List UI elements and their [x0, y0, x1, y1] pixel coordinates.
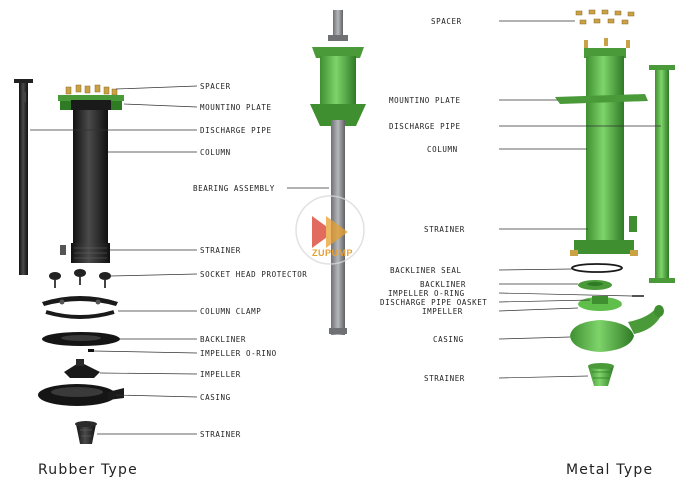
metal-label-strainer-top: STRAINER: [424, 225, 465, 234]
rubber-impeller: [64, 359, 100, 378]
rubber-label-discharge-pipe: DISCHARGE PIPE: [200, 126, 272, 135]
rubber-label-column: COLUMN: [200, 148, 231, 157]
metal-strainer-bottom: [588, 363, 614, 386]
rubber-label-casing: CASING: [200, 393, 231, 402]
metal-backliner-seal: [571, 263, 623, 273]
rubber-label-socket-head-protector: SOCKET HEAD PROTECTOR: [200, 270, 308, 279]
rubber-impeller-o-ring: [88, 349, 94, 352]
rubber-column: [73, 110, 108, 246]
rubber-leader-lines: [30, 85, 198, 435]
rubber-column-clamp: [42, 296, 118, 319]
rubber-type-caption: Rubber Type: [38, 462, 138, 478]
metal-leader-lines: [498, 20, 661, 379]
rubber-label-column-clamp: COLUMN CLAMP: [200, 307, 262, 316]
metal-label-backliner: BACKLINER: [420, 280, 467, 289]
rubber-label-strainer-top: STRAINER: [200, 246, 241, 255]
metal-label-discharge-pipe-gasket: DISCHARGE PIPE OASKET: [380, 298, 488, 307]
metal-label-mounting-plate: MOUNTINO PLATE: [389, 96, 461, 105]
metal-spacers: [575, 9, 635, 48]
metal-backliner: [578, 280, 612, 290]
rubber-casing: [38, 384, 124, 406]
metal-label-spacer: SPACER: [431, 17, 462, 26]
metal-column: [570, 48, 638, 256]
rubber-spacers: [65, 84, 118, 96]
metal-type-caption: Metal Type: [566, 462, 654, 478]
rubber-discharge-pipe: [14, 79, 33, 275]
metal-impeller: [578, 296, 622, 311]
rubber-label-impeller: IMPELLER: [200, 370, 241, 379]
rubber-label-strainer-bottom: STRAINER: [200, 430, 241, 439]
metal-label-backliner-seal: BACKLINER SEAL: [390, 266, 462, 275]
metal-casing: [570, 305, 664, 352]
rubber-label-backliner: BACKLINER: [200, 335, 247, 344]
metal-label-column: COLUMN: [427, 145, 458, 154]
rubber-label-spacer: SPACER: [200, 82, 231, 91]
metal-mounting-plate: [555, 94, 648, 104]
metal-strainer-top: [629, 216, 637, 232]
rubber-strainer-top: [60, 243, 110, 263]
rubber-mounting-plate: [58, 95, 124, 110]
metal-discharge-pipe: [649, 65, 675, 283]
metal-label-discharge-pipe: DISCHARGE PIPE: [389, 122, 461, 131]
rubber-label-impeller-o-ring: IMPELLER O-RINO: [200, 349, 277, 358]
rubber-strainer-bottom: [75, 421, 97, 444]
watermark-logo: [295, 195, 365, 265]
rubber-backliner: [42, 332, 120, 346]
label-bearing-assembly: BEARING ASSEMBLY: [193, 184, 275, 193]
metal-label-impeller-o-ring: IMPELLER O-RING: [388, 289, 465, 298]
rubber-socket-head-protector: [49, 269, 111, 288]
metal-label-casing: CASING: [433, 335, 464, 344]
metal-label-strainer-bottom: STRAINER: [424, 374, 465, 383]
bearing-assembly: [310, 10, 366, 335]
watermark-text: ZUPUMP: [312, 248, 353, 258]
rubber-label-mounting-plate: MOUNTINO PLATE: [200, 103, 272, 112]
metal-label-impeller: IMPELLER: [422, 307, 463, 316]
